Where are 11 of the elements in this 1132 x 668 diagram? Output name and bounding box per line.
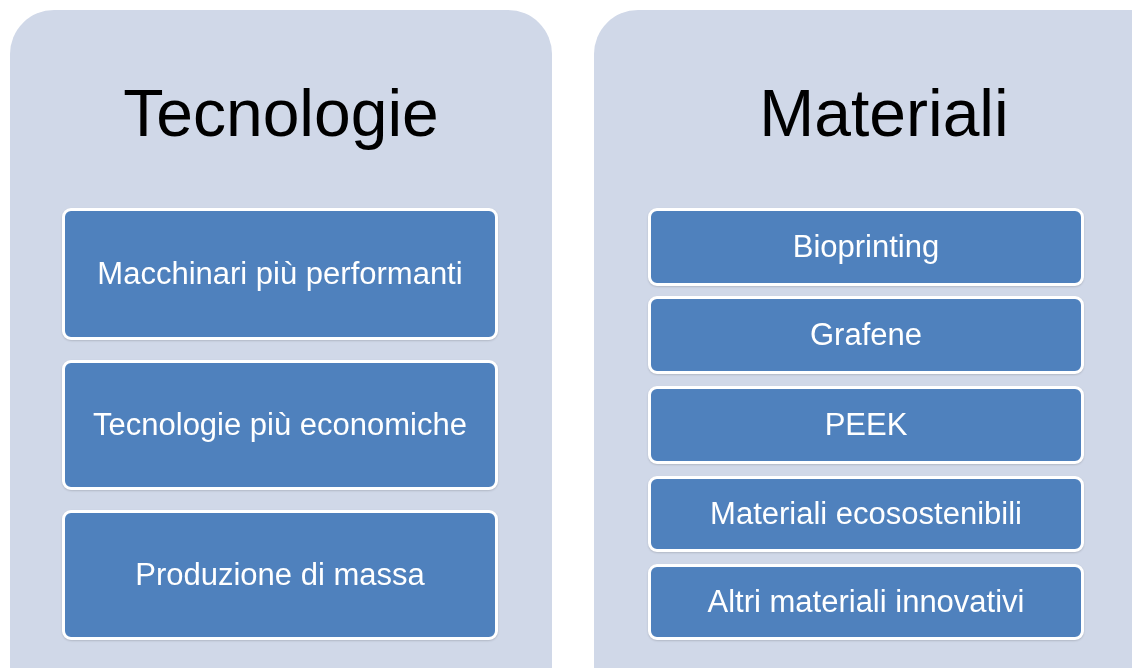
item-box: Materiali ecosostenibili	[648, 476, 1084, 552]
item-box: Altri materiali innovativi	[648, 564, 1084, 640]
item-box: Bioprinting	[648, 208, 1084, 286]
item-box: Produzione di massa	[62, 510, 498, 640]
group-panel	[594, 10, 1132, 668]
group-panel	[10, 10, 552, 668]
item-box: PEEK	[648, 386, 1084, 464]
item-box: Macchinari più performanti	[62, 208, 498, 340]
item-box: Tecnologie più economiche	[62, 360, 498, 490]
item-box: Grafene	[648, 296, 1084, 374]
panel-heading: Materiali	[759, 80, 1009, 146]
